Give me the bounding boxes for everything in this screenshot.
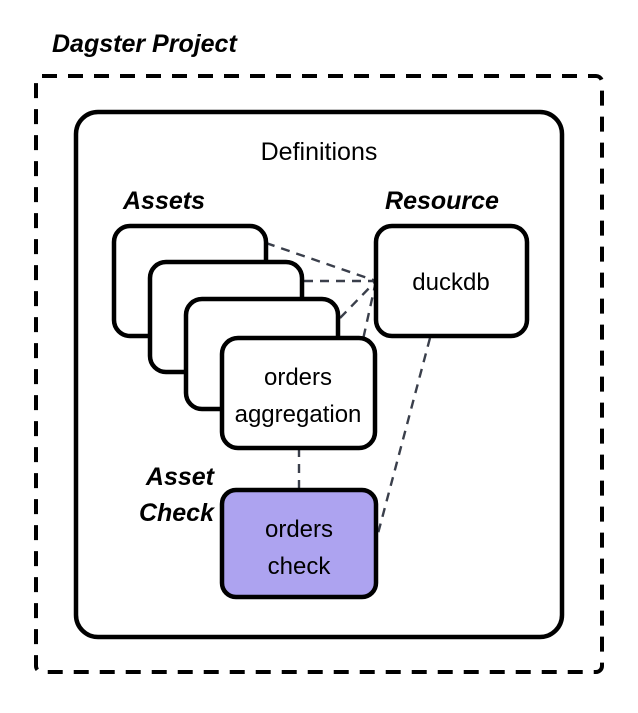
edge-layer — [265, 241, 432, 557]
edge-asset-card-3-to-duckdb — [339, 280, 377, 319]
edge-orders-aggregation-to-duckdb — [358, 280, 378, 354]
edge-asset-card-1-to-duckdb — [265, 241, 377, 283]
duckdb-node[interactable] — [373, 223, 530, 339]
definitions-label: Definitions — [261, 138, 378, 166]
orders-aggregation-label-line2: aggregation — [235, 401, 362, 428]
orders-check-label-line2: check — [268, 553, 332, 580]
project-title-wrapper: Dagster Project — [52, 30, 237, 59]
group-label-resource: Resource — [385, 187, 499, 215]
edge-duckdb-to-orders-check — [370, 337, 432, 557]
orders-check-node[interactable] — [219, 487, 379, 600]
group-label-asset-check-line1: Asset — [145, 463, 216, 491]
orders-check-label-line1: orders — [265, 516, 333, 543]
group-label-assets: Assets — [122, 187, 205, 215]
orders-aggregation-label-line1: orders — [264, 364, 332, 391]
orders-aggregation-node[interactable] — [219, 335, 378, 451]
dagster-project-boundary — [34, 74, 604, 674]
duckdb-label: duckdb — [412, 269, 489, 296]
group-label-asset-check-line2: Check — [139, 499, 215, 527]
definitions-container — [73, 109, 565, 640]
project-title: Dagster Project — [52, 30, 237, 58]
